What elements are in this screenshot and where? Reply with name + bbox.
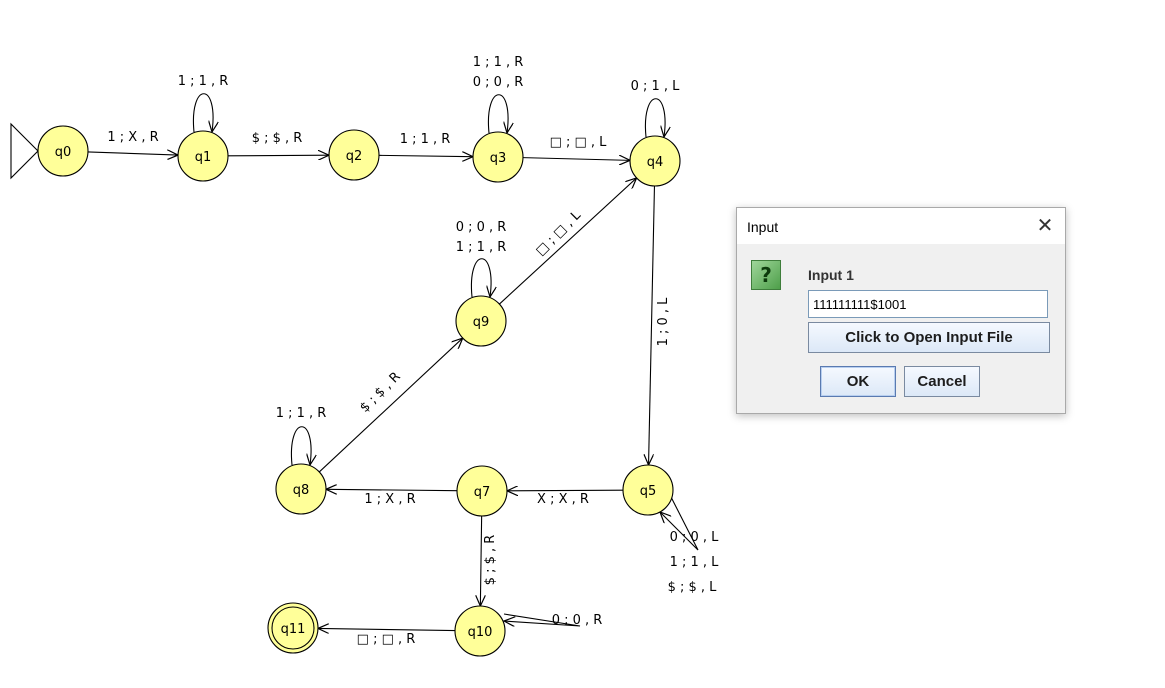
transition-q1-q1-label: 1 ; 1 , R bbox=[178, 74, 229, 89]
state-q3[interactable]: q3 bbox=[472, 131, 524, 183]
state-circle bbox=[37, 125, 89, 177]
transition-q0-q1-label: 1 ; X , R bbox=[107, 130, 158, 145]
state-q11[interactable]: q11 bbox=[267, 602, 319, 654]
transition-q1-q2-label: $ ; $ , R bbox=[252, 131, 303, 146]
transition-q7-q10 bbox=[480, 515, 481, 606]
state-circle bbox=[328, 129, 380, 181]
transition-q3-q3-label: 1 ; 1 , R bbox=[473, 55, 524, 70]
transition-q9-q9-label: 0 ; 0 , R bbox=[456, 220, 507, 235]
transition-q4-q5 bbox=[649, 185, 656, 465]
transition-q5-q5-label: 0 ; 0 , L bbox=[670, 530, 720, 545]
question-icon: ? bbox=[751, 260, 781, 290]
transition-q8-q9 bbox=[318, 338, 462, 473]
transition-q2-q3-label: 1 ; 1 , R bbox=[400, 132, 451, 147]
transition-q10-q10 bbox=[504, 613, 581, 626]
transition-q4-q4 bbox=[644, 98, 665, 137]
state-q10[interactable]: q10 bbox=[454, 605, 506, 657]
state-q7[interactable]: q7 bbox=[456, 465, 508, 517]
state-circle bbox=[267, 602, 319, 654]
transition-q5-q7-label: X ; X , R bbox=[537, 492, 589, 507]
transition-q3-q3 bbox=[487, 94, 508, 133]
input-prompt-label: Input 1 bbox=[808, 267, 854, 283]
transition-q4-q5-label: 1 ; 0 , L bbox=[656, 297, 671, 347]
state-q1[interactable]: q1 bbox=[177, 130, 229, 182]
state-label: q5 bbox=[640, 484, 657, 499]
state-label: q10 bbox=[468, 625, 493, 640]
state-label: q2 bbox=[346, 149, 363, 164]
state-circle bbox=[456, 465, 508, 517]
state-q4[interactable]: q4 bbox=[629, 135, 681, 187]
transition-q10-q11-label: □ ; □ , R bbox=[357, 632, 416, 647]
transition-q10-q10-label: 0 ; 0 , R bbox=[552, 613, 603, 628]
transition-q8-q8-label: 1 ; 1 , R bbox=[276, 406, 327, 421]
transition-q7-q10-label: $ ; $ , R bbox=[483, 535, 498, 586]
state-q5[interactable]: q5 bbox=[622, 464, 674, 516]
transition-q1-q2 bbox=[227, 155, 329, 156]
state-label: q3 bbox=[490, 151, 507, 166]
state-q0[interactable]: q0 bbox=[10, 122, 89, 180]
transition-q8-q8 bbox=[290, 426, 311, 465]
final-state-ring bbox=[271, 606, 315, 650]
transition-q0-q1 bbox=[87, 152, 178, 155]
state-label: q11 bbox=[281, 622, 306, 637]
transition-q9-q9 bbox=[470, 258, 491, 297]
transition-q7-q8-label: 1 ; X , R bbox=[364, 492, 415, 507]
state-circle bbox=[177, 130, 229, 182]
state-circle bbox=[472, 131, 524, 183]
dialog-titlebar: Input ✕ bbox=[737, 208, 1065, 244]
state-label: q9 bbox=[473, 315, 490, 330]
state-circle bbox=[629, 135, 681, 187]
transition-q10-q11 bbox=[318, 628, 456, 630]
state-label: q8 bbox=[293, 483, 310, 498]
cancel-button[interactable]: Cancel bbox=[904, 366, 980, 397]
transition-q5-q5 bbox=[660, 494, 699, 551]
transition-q4-q4-label: 0 ; 1 , L bbox=[631, 79, 681, 94]
transition-q2-q3 bbox=[378, 155, 473, 156]
transition-q5-q7 bbox=[507, 490, 624, 491]
transition-q9-q9-label: 1 ; 1 , R bbox=[456, 240, 507, 255]
input-dialog: Input ✕ ? Input 1 Click to Open Input Fi… bbox=[736, 207, 1066, 414]
dialog-title: Input bbox=[747, 219, 779, 235]
open-input-file-button[interactable]: Click to Open Input File bbox=[808, 322, 1050, 353]
state-label: q0 bbox=[55, 145, 72, 160]
state-q8[interactable]: q8 bbox=[275, 463, 327, 515]
state-label: q4 bbox=[647, 155, 664, 170]
state-q2[interactable]: q2 bbox=[328, 129, 380, 181]
input-string-field[interactable] bbox=[808, 290, 1048, 318]
initial-state-marker bbox=[10, 122, 39, 180]
transition-q3-q3-label: 0 ; 0 , R bbox=[473, 75, 524, 90]
transition-q5-q5-label: $ ; $ , L bbox=[668, 580, 718, 595]
transition-q9-q4 bbox=[499, 178, 636, 305]
transition-q3-q4 bbox=[522, 158, 630, 161]
state-circle bbox=[275, 463, 327, 515]
state-label: q7 bbox=[474, 485, 491, 500]
transition-q5-q5-label: 1 ; 1 , L bbox=[670, 555, 720, 570]
ok-button[interactable]: OK bbox=[820, 366, 896, 397]
state-q9[interactable]: q9 bbox=[455, 295, 507, 347]
close-icon[interactable]: ✕ bbox=[1036, 215, 1054, 237]
transition-q3-q4-label: □ ; □ , L bbox=[550, 135, 608, 150]
transition-q1-q1 bbox=[192, 93, 213, 132]
state-circle bbox=[455, 295, 507, 347]
state-label: q1 bbox=[195, 150, 212, 165]
transition-q7-q8 bbox=[326, 489, 458, 490]
state-circle bbox=[454, 605, 506, 657]
transition-q8-q9-label: $ ; $ , R bbox=[357, 369, 403, 415]
state-circle bbox=[622, 464, 674, 516]
